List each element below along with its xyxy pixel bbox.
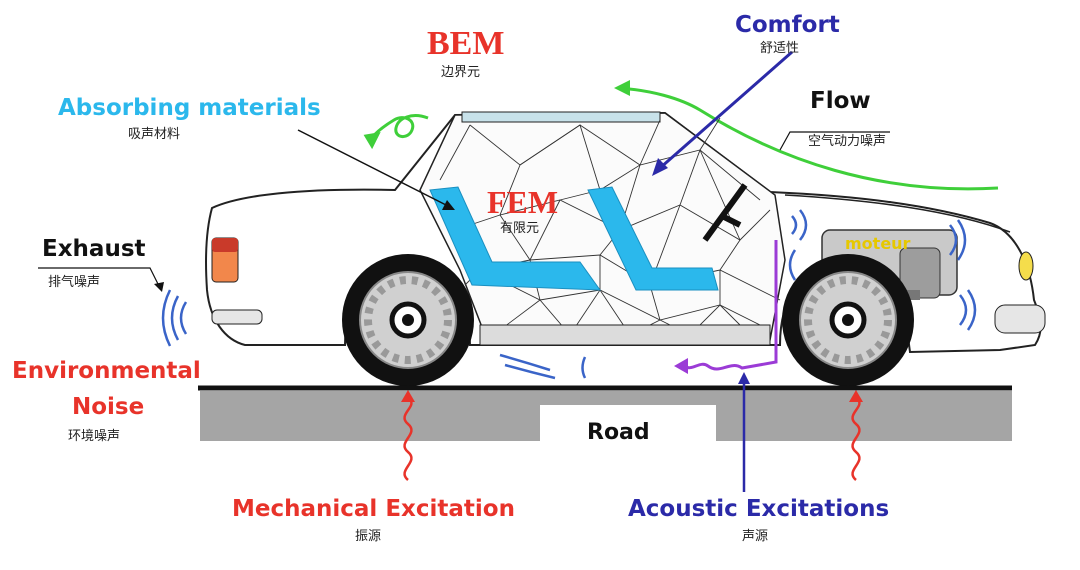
absorbing-materials-cn-label: 吸声材料 — [128, 127, 181, 142]
mechanical-excitation-label: Mechanical Excitation — [232, 496, 515, 522]
bem-label: BEM — [427, 25, 505, 62]
exhaust-label: Exhaust — [42, 236, 146, 262]
environmental-noise-label-line2: Noise — [72, 394, 145, 420]
environmental-noise-label-line1: Environmental — [12, 358, 201, 384]
swirl-icon — [363, 114, 429, 150]
fem-label: FEM — [487, 184, 559, 220]
acoustic-excitations-cn-label: 声源 — [742, 529, 769, 544]
car-body — [205, 111, 1046, 354]
flow-label: Flow — [810, 88, 871, 114]
acoustic-excitations-label: Acoustic Excitations — [628, 496, 890, 522]
leader-arrows — [38, 50, 890, 492]
fem-cn-label: 有限元 — [500, 221, 540, 236]
flow-cn-label: 空气动力噪声 — [808, 134, 887, 149]
comfort-label: Comfort — [735, 12, 840, 38]
rear-wheel — [342, 254, 474, 386]
mechanical-excitation-cn-label: 振源 — [355, 529, 382, 544]
exhaust-cn-label: 排气噪声 — [48, 275, 101, 290]
moteur-label: moteur — [845, 234, 911, 253]
sound-wave-icons — [161, 209, 977, 380]
road-surface — [198, 385, 1012, 441]
bem-cn-label: 边界元 — [441, 65, 481, 80]
environmental-noise-cn-label: 环境噪声 — [68, 429, 121, 444]
comfort-cn-label: 舒适性 — [760, 41, 800, 56]
flow-arrow — [614, 80, 999, 191]
road-label: Road — [587, 420, 650, 445]
front-wheel — [782, 254, 914, 386]
absorbing-materials-label: Absorbing materials — [58, 95, 321, 121]
